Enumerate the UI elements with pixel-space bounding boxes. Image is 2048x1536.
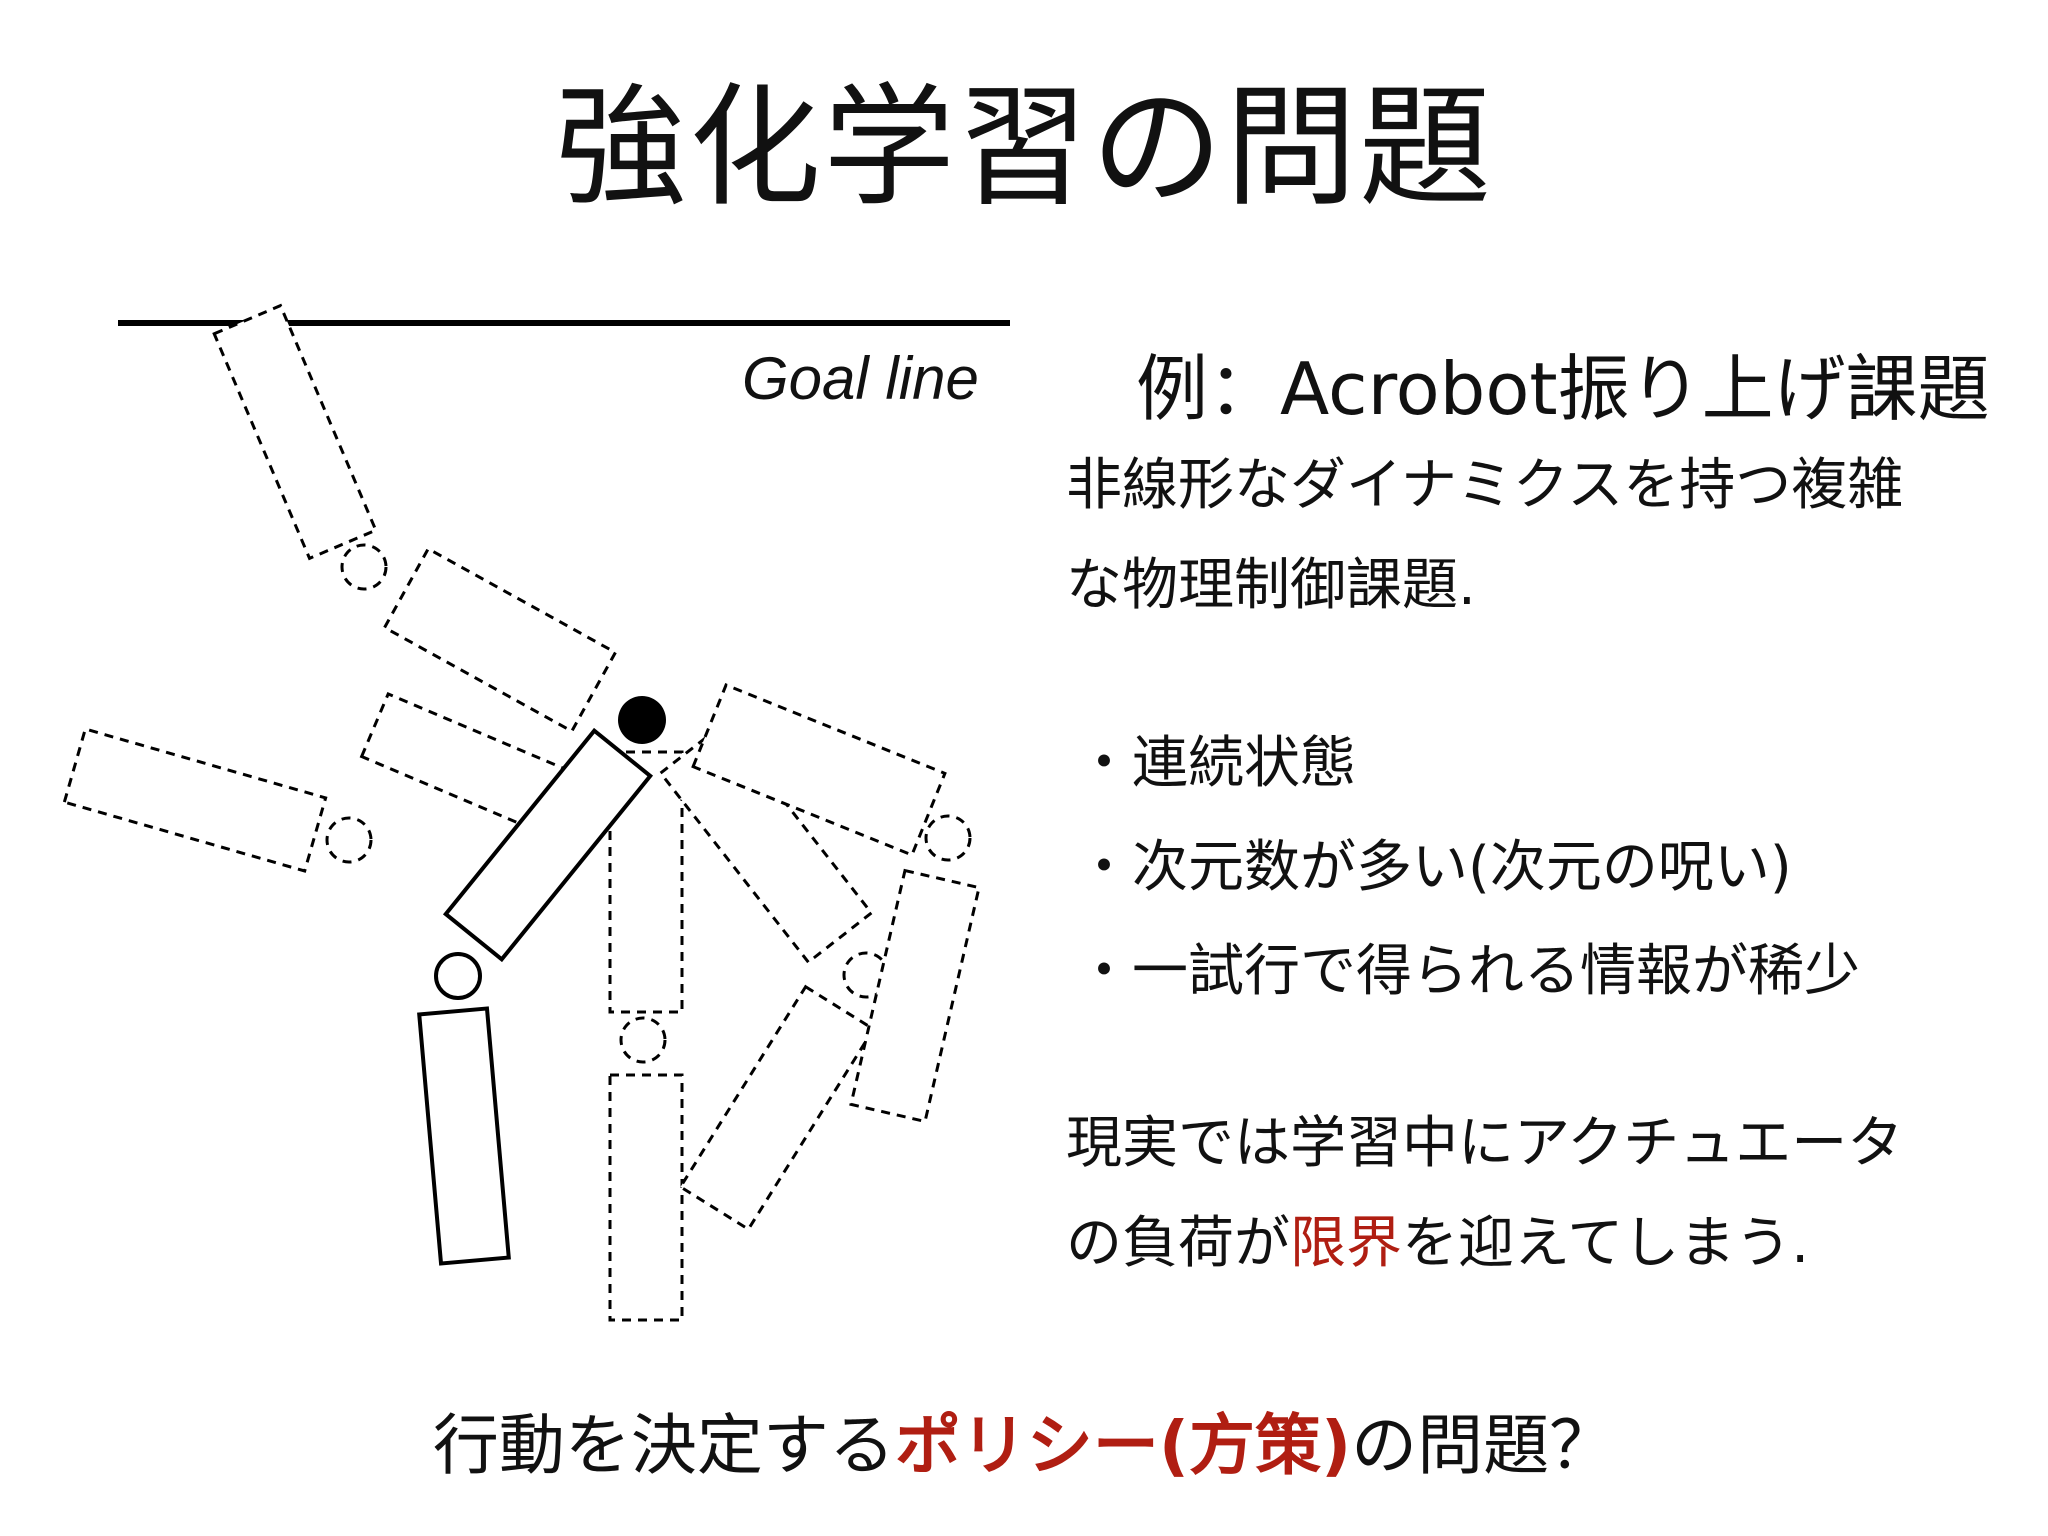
reality-highlight: 限界: [1290, 1211, 1402, 1276]
description-line-2: な物理制御課題.: [1066, 553, 1476, 618]
current-link-upper: [442, 727, 654, 963]
ghost-joint-b: [325, 816, 373, 864]
ghost-joint-e: [924, 814, 972, 862]
conclusion-highlight: ポリシー(方策): [894, 1407, 1352, 1484]
ghost-poses: [62, 303, 981, 1322]
conclusion-text-before: 行動を決定する: [432, 1407, 895, 1484]
reality-line-2: の負荷が限界を迎えてしまう.: [1066, 1194, 1903, 1294]
page-title: 強化学習の問題: [555, 71, 1493, 225]
reality-text-after: を迎えてしまう.: [1402, 1211, 1810, 1276]
ghost-link-lower-a: [212, 303, 378, 561]
ghost-joint-c: [619, 1016, 667, 1064]
description-paragraph: 非線形なダイナミクスを持つ複雑 な物理制御課題.: [1066, 436, 1903, 636]
bullet-marker: ・: [1076, 939, 1132, 1004]
conclusion-line: 行動を決定するポリシー(方策)の問題？: [0, 1392, 2048, 1488]
reality-line-1: 現実では学習中にアクチュエータ: [1066, 1111, 1904, 1176]
reality-paragraph: 現実では学習中にアクチュエータ の負荷が限界を迎えてしまう.: [1066, 1094, 1903, 1294]
list-item: ・連続状態: [1076, 712, 1860, 816]
conclusion-text-after: の問題？: [1351, 1407, 1616, 1484]
list-item: ・一試行で得られる情報が稀少: [1076, 920, 1860, 1024]
description-line-1: 非線形なダイナミクスを持つ複雑: [1066, 453, 1904, 518]
bullet-text: 連続状態: [1132, 731, 1356, 796]
current-pose: [417, 727, 654, 1266]
bullet-marker: ・: [1076, 731, 1132, 796]
challenge-list: ・連続状態 ・次元数が多い(次元の呪い) ・一試行で得られる情報が稀少: [1076, 712, 1860, 1024]
current-joint: [434, 952, 482, 1000]
ghost-joint-a: [340, 543, 388, 591]
current-link-lower: [417, 1006, 511, 1266]
ghost-link-upper-a: [382, 546, 618, 734]
list-item: ・次元数が多い(次元の呪い): [1076, 816, 1860, 920]
bullet-marker: ・: [1076, 835, 1132, 900]
example-heading: 例：Acrobot振り上げ課題: [1136, 347, 1990, 431]
bullet-text: 次元数が多い(次元の呪い): [1132, 835, 1792, 900]
pivot-point: [618, 696, 666, 744]
bullet-text: 一試行で得られる情報が稀少: [1132, 939, 1860, 1004]
ghost-link-upper-d: [658, 721, 874, 965]
ghost-link-lower-c: [608, 1073, 684, 1322]
goal-line-label: Goal line: [742, 345, 979, 412]
reality-text-before: の負荷が: [1066, 1211, 1290, 1276]
acrobot-diagram: [62, 303, 1010, 1322]
ghost-link-lower-e: [849, 868, 981, 1124]
ghost-link-lower-d: [678, 984, 876, 1232]
ghost-link-lower-b: [62, 727, 328, 873]
